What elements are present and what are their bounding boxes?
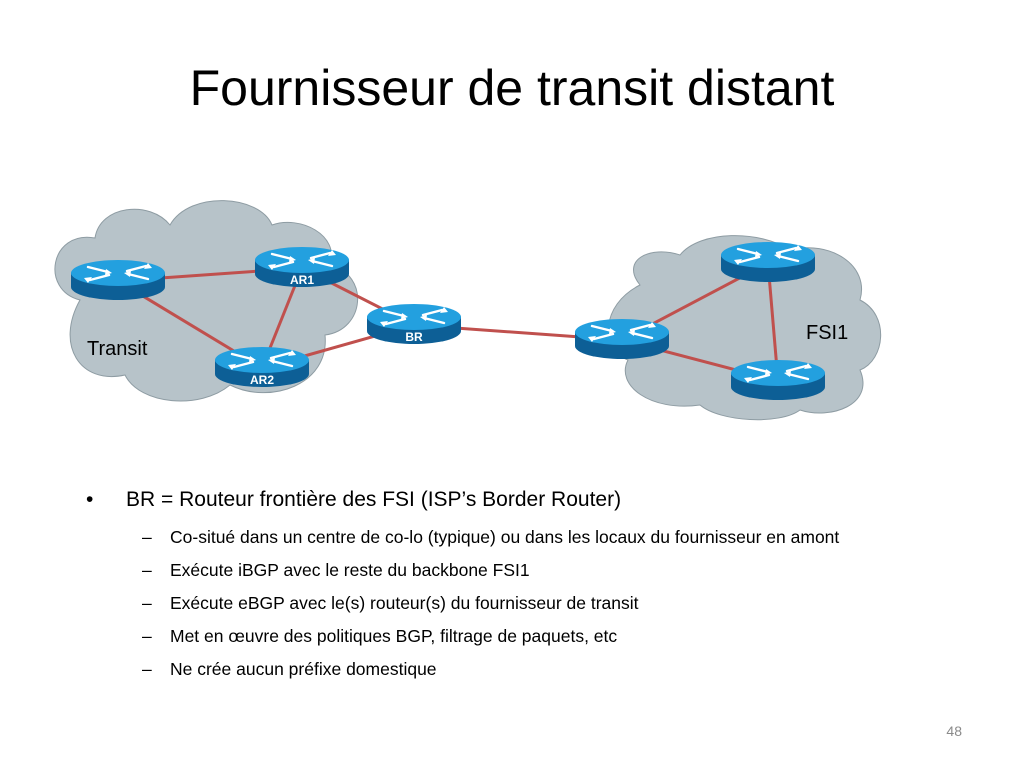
router-label: AR2 (250, 373, 274, 387)
router-ar1: AR1 (253, 245, 351, 289)
transit-cloud (54, 200, 358, 402)
sub-bullet-item: – Co-situé dans un centre de co-lo (typi… (86, 524, 900, 550)
en-dash-icon: – (142, 626, 152, 646)
router-f-edge (573, 317, 671, 361)
en-dash-icon: – (142, 593, 152, 613)
sub-bullet-item: – Exécute eBGP avec le(s) routeur(s) du … (86, 590, 900, 616)
bullet-list: • BR = Routeur frontière des FSI (ISP’s … (86, 486, 946, 689)
sub-bullet-text: Exécute eBGP avec le(s) routeur(s) du fo… (170, 593, 639, 613)
page-number: 48 (946, 723, 962, 739)
router-br: BR (365, 302, 463, 346)
router-f-bottom (729, 358, 827, 402)
en-dash-icon: – (142, 659, 152, 679)
router-icon (69, 258, 167, 302)
sub-bullet-item: – Met en œuvre des politiques BGP, filtr… (86, 623, 900, 649)
sub-bullet-text: Met en œuvre des politiques BGP, filtrag… (170, 626, 618, 646)
en-dash-icon: – (142, 527, 152, 547)
en-dash-icon: – (142, 560, 152, 580)
router-ar2: AR2 (213, 345, 311, 389)
sub-bullet-text: Ne crée aucun préfixe domestique (170, 659, 437, 679)
sub-bullet-text: Exécute iBGP avec le reste du backbone F… (170, 560, 530, 580)
router-f-top (719, 240, 817, 284)
sub-bullet-text: Co-situé dans un centre de co-lo (typiqu… (170, 527, 840, 547)
bullet-text: BR = Routeur frontière des FSI (ISP’s Bo… (126, 488, 622, 511)
bullet-dot-icon: • (86, 488, 94, 511)
router-icon (573, 317, 671, 361)
router-label: AR1 (290, 273, 314, 287)
router-icon (719, 240, 817, 284)
sub-bullet-item: – Ne crée aucun préfixe domestique (86, 656, 900, 682)
router-label: BR (405, 330, 423, 344)
sub-bullet-item: – Exécute iBGP avec le reste du backbone… (86, 557, 900, 583)
router-t1 (69, 258, 167, 302)
sub-bullet-list: – Co-situé dans un centre de co-lo (typi… (86, 524, 946, 682)
fsi1-cloud-label: FSI1 (806, 322, 849, 344)
bullet-item: • BR = Routeur frontière des FSI (ISP’s … (86, 486, 946, 514)
transit-cloud-label: Transit (87, 338, 148, 360)
router-icon (729, 358, 827, 402)
slide-title: Fournisseur de transit distant (189, 60, 835, 116)
